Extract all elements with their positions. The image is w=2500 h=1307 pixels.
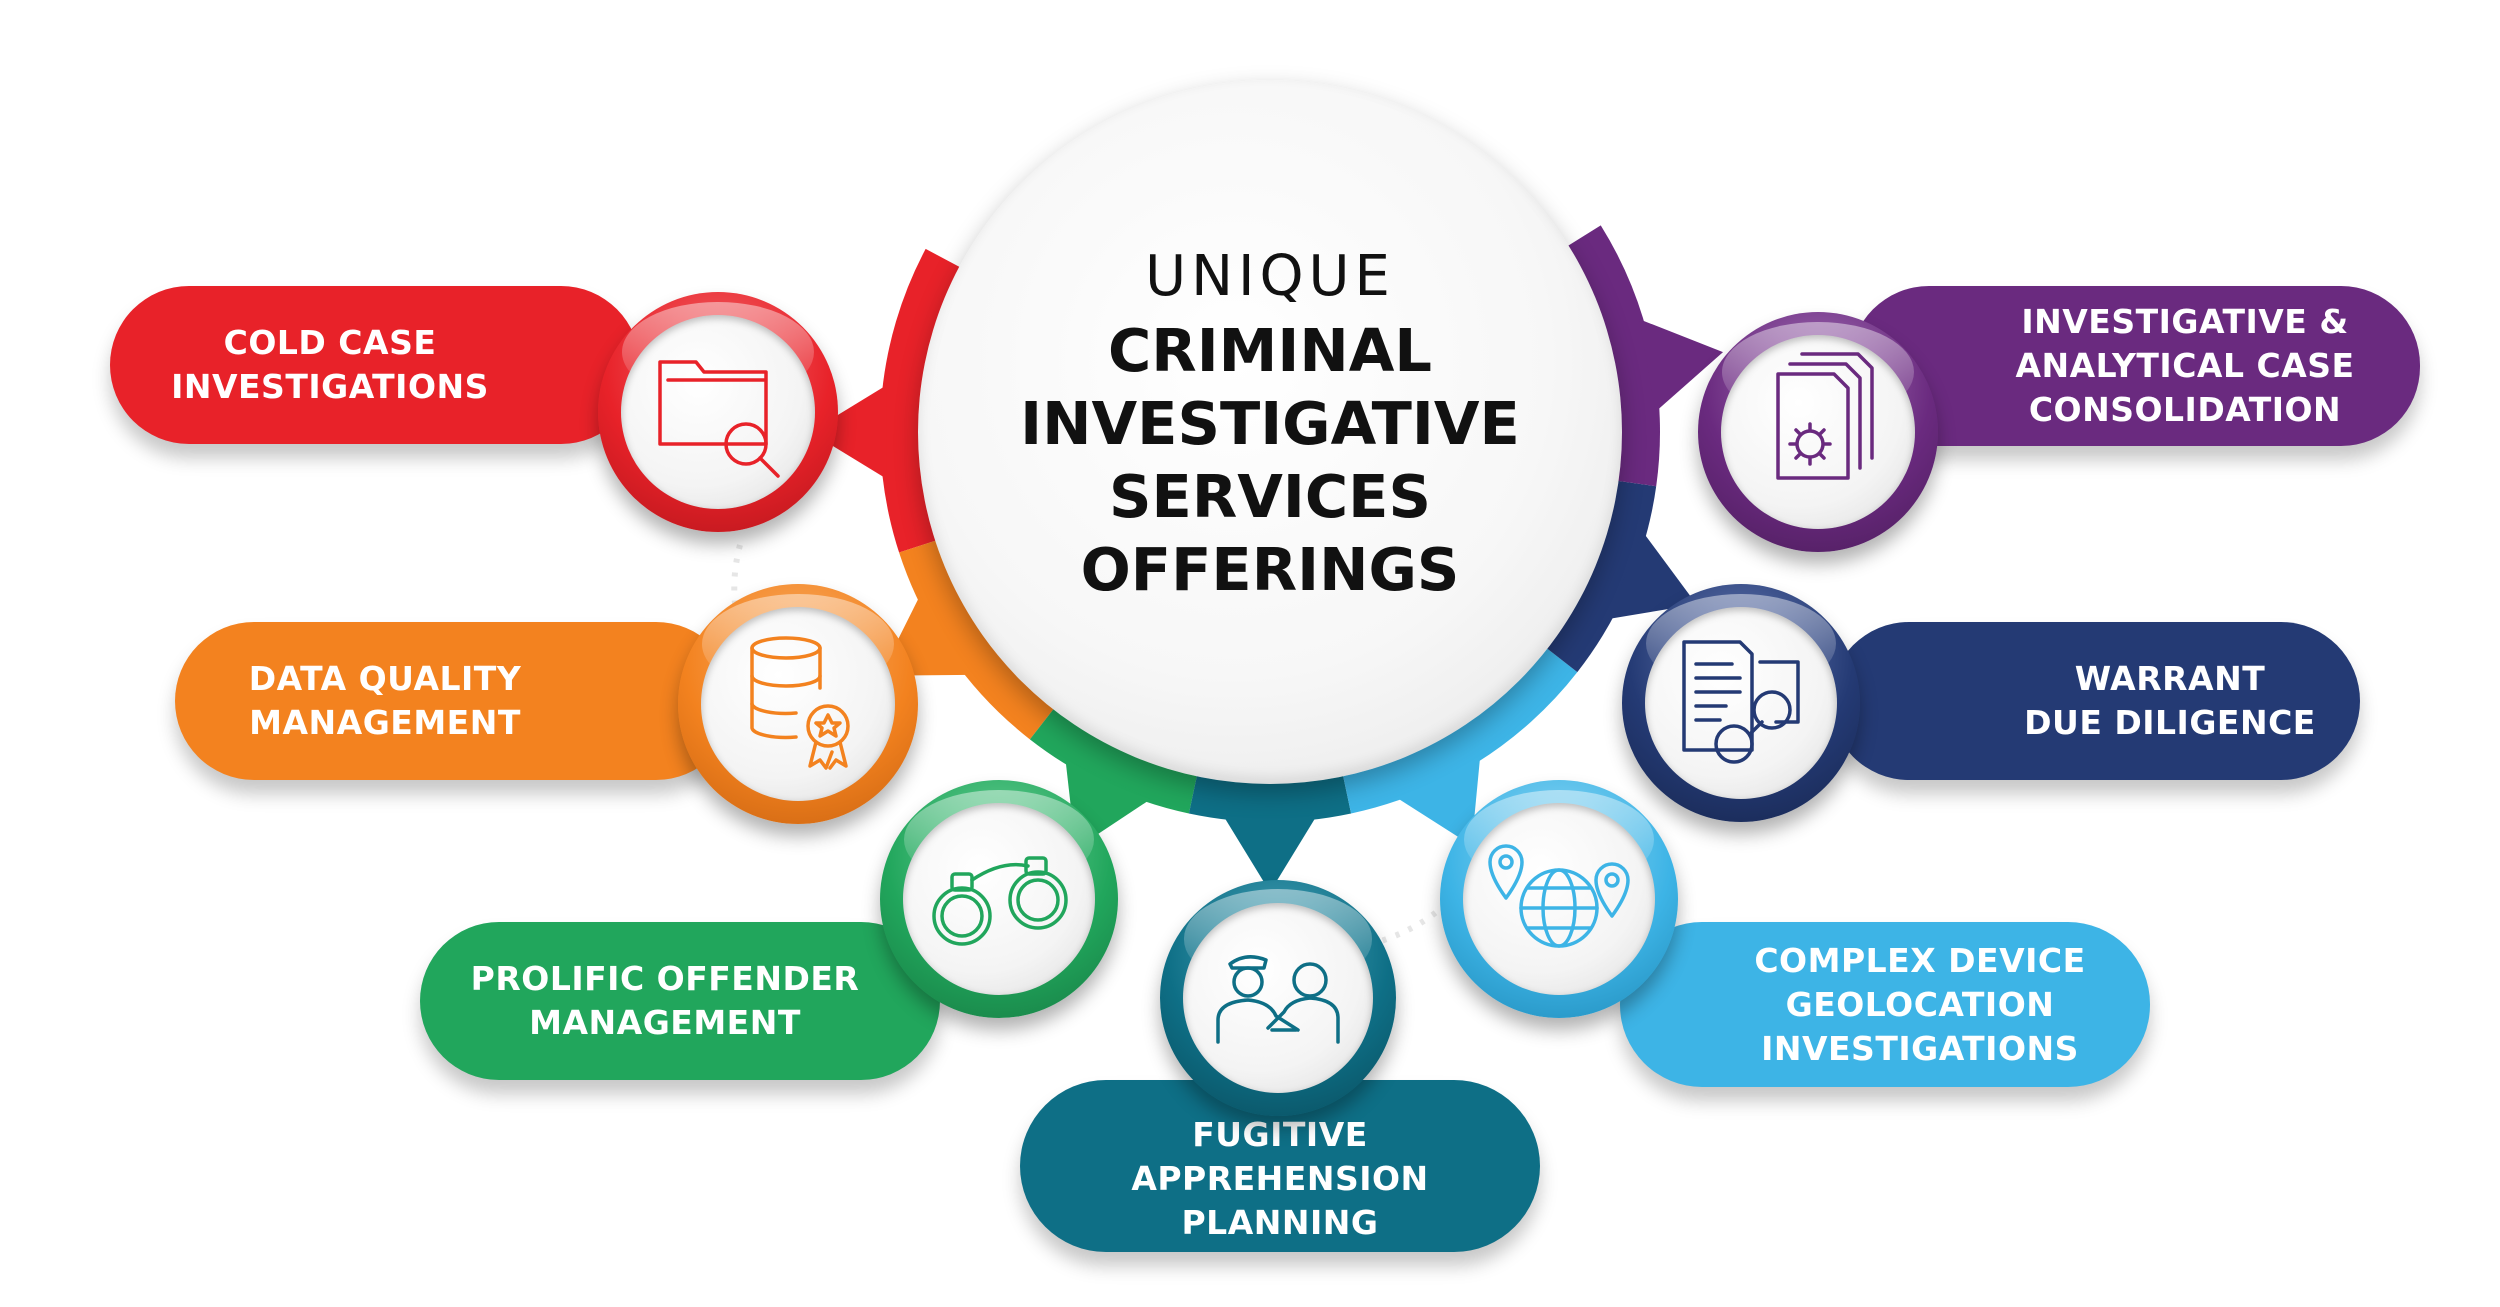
geolocation-ring — [1440, 780, 1678, 1018]
offering-warrant: WARRANT DUE DILIGENCE — [1830, 622, 2360, 780]
hub-title-line: CRIMINAL — [1108, 316, 1432, 385]
hub-kicker: UNIQUE — [1145, 244, 1395, 309]
offering-label-line: DUE DILIGENCE — [2024, 703, 2316, 742]
document-handcuffs-icon — [1682, 640, 1800, 764]
prolific-offender-ring — [880, 780, 1118, 1018]
offering-label-line: DATA QUALITY — [248, 659, 522, 698]
hub-circle — [918, 80, 1622, 784]
officer-suspect-icon — [1216, 955, 1340, 1044]
offering-consolidation: INVESTIGATIVE & ANALYTICAL CASE CONSOLID… — [1850, 286, 2420, 446]
hub-title-line: SERVICES — [1109, 462, 1431, 531]
offering-label-line: INVESTIGATIONS — [171, 367, 489, 406]
documents-gear-icon — [1776, 352, 1874, 480]
gear-tooth-geolocation — [1395, 755, 1481, 846]
offering-label-line: GEOLOCATION — [1785, 984, 2055, 1024]
globe-pins-icon — [1488, 844, 1630, 948]
fugitive-ring — [1160, 880, 1396, 1116]
offering-label-line: WARRANT — [2074, 659, 2266, 698]
gear-tooth-cold-case — [810, 384, 887, 480]
offering-label-line: PLANNING — [1181, 1203, 1379, 1242]
hub-title-line: OFFERINGS — [1080, 535, 1460, 604]
hub-title-line: INVESTIGATIVE — [1020, 389, 1520, 458]
offering-label-line: ANALYTICAL CASE — [2015, 346, 2355, 385]
offering-label-line: PROLIFIC OFFENDER — [470, 959, 860, 998]
database-award-icon — [750, 636, 850, 770]
handcuffs-icon — [932, 856, 1068, 946]
warrant-ring — [1622, 584, 1860, 822]
hub-title: UNIQUE CRIMINAL INVESTIGATIVE SERVICES O… — [918, 240, 1622, 606]
offering-label-line: CONSOLIDATION — [2028, 390, 2342, 429]
offering-label-line: INVESTIGATIVE & — [2021, 302, 2349, 341]
offering-label-line: COLD CASE — [223, 323, 437, 362]
data-quality-ring — [678, 584, 918, 824]
offering-label-line: COMPLEX DEVICE — [1754, 940, 2086, 980]
offering-label-line: INVESTIGATIONS — [1761, 1028, 2079, 1068]
offering-label-line: MANAGEMENT — [249, 703, 521, 742]
offering-prolific-offender: PROLIFIC OFFENDER MANAGEMENT — [420, 922, 940, 1080]
gear-tooth-fugitive — [1222, 815, 1318, 892]
offering-geolocation: COMPLEX DEVICE GEOLOCATION INVESTIGATION… — [1620, 922, 2150, 1087]
consolidation-ring — [1698, 312, 1938, 552]
gear-tooth-warrant — [1607, 531, 1697, 620]
folder-search-icon — [658, 360, 780, 478]
offering-data-quality: DATA QUALITY MANAGEMENT — [175, 622, 735, 780]
cold-case-ring — [598, 292, 838, 532]
offering-label-line: FUGITIVE — [1192, 1115, 1368, 1154]
offering-label-line: MANAGEMENT — [529, 1003, 801, 1042]
gear-tooth-consolidation — [1639, 319, 1724, 412]
offering-fugitive: FUGITIVE APPREHENSION PLANNING — [1020, 1080, 1540, 1252]
offering-cold-case: COLD CASE INVESTIGATIONS — [110, 286, 640, 444]
offering-label-line: APPREHENSION — [1131, 1159, 1429, 1198]
